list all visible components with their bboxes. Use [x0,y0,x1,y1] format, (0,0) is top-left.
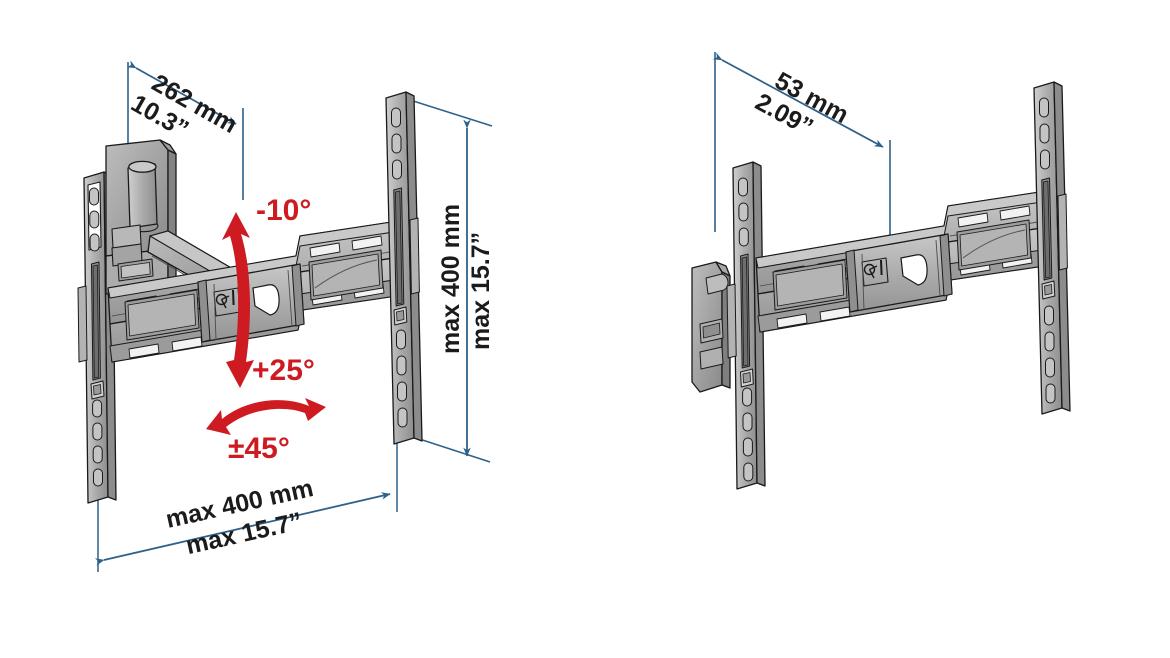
swivel-arrow [206,398,326,435]
dim-height-imperial: max 15.7” [467,232,495,350]
mount-assembly-extended [77,91,423,504]
angle-label-swivel: ±45° [228,432,290,465]
tv-rail-left-retracted [726,161,766,490]
angle-label-tilt-up: -10° [256,194,311,227]
wall-plate-retracted [691,261,731,393]
crossbar-assembly-retracted [755,191,1045,333]
tv-rail-right [385,91,423,445]
angle-label-tilt-down: +25° [252,354,315,387]
wall-plate-hinge [105,139,177,295]
tv-rail-right-retracted [1033,81,1071,415]
brand-emblem-icon-retracted [861,257,889,287]
mount-assembly-retracted [691,81,1071,490]
tilt-arrow [222,212,254,388]
retracted-view: 53 mm 2.09” [691,52,1071,490]
extended-view: 262 mm 10.3” max 400 mm max 15.7” max 40… [77,60,495,572]
dim-height-metric: max 400 mm [437,204,465,354]
crossbar-assembly [107,221,397,363]
dimension-depth-extended [126,60,244,200]
dimension-depth-retracted [712,52,891,248]
